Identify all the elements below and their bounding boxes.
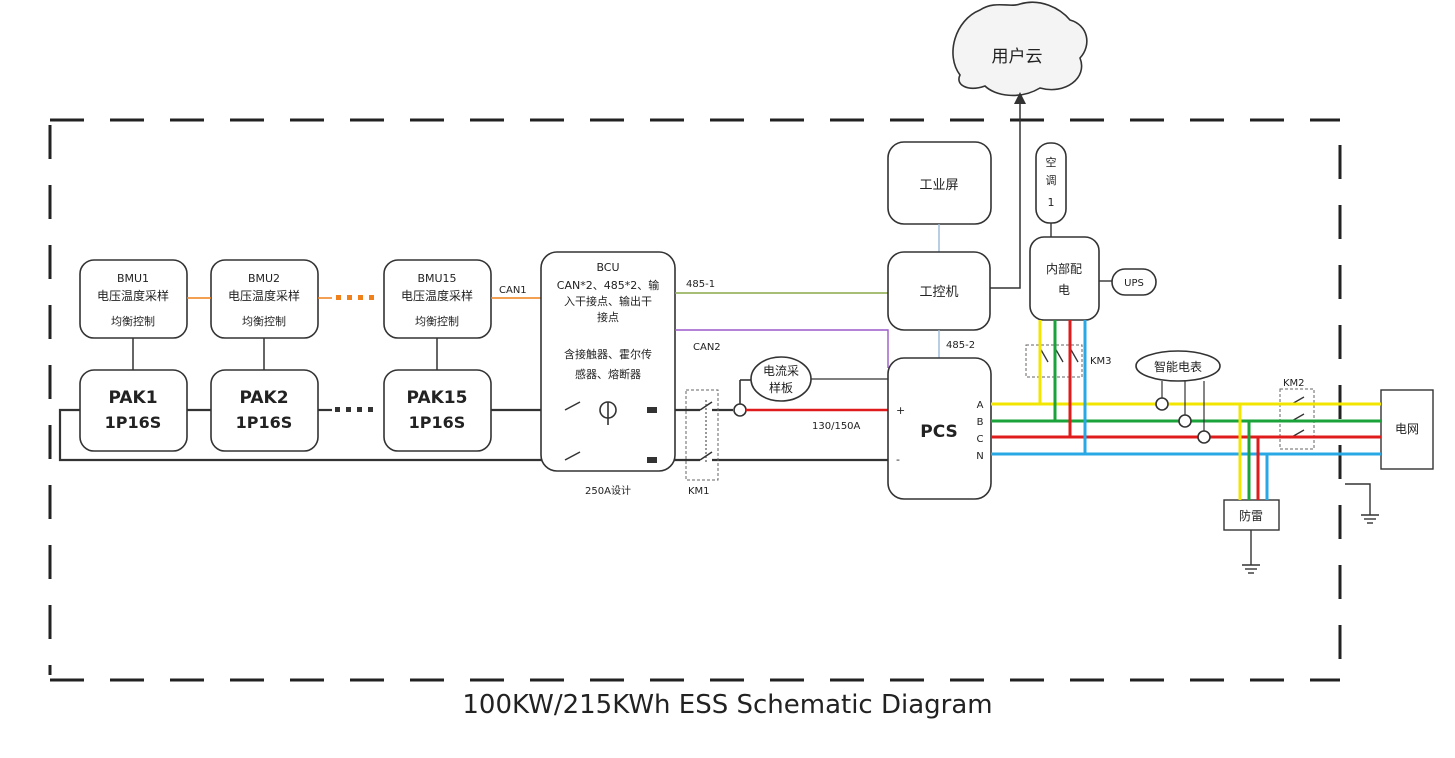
meter-ct-icons [1155, 397, 1211, 444]
hmi-label: 工业屏 [919, 178, 958, 193]
bcu-title: BCU [596, 261, 619, 274]
pak-spec: 1P16S [409, 413, 466, 432]
bmu-module: BMU15 电压温度采样 均衡控制 [383, 259, 492, 339]
pak-name: PAK15 [407, 388, 468, 408]
ipc-label: 工控机 [919, 285, 958, 300]
pcs-minus: - [896, 453, 900, 466]
ups-label: UPS [1124, 278, 1144, 289]
pak-spec: 1P16S [105, 413, 162, 432]
can2-label: CAN2 [693, 342, 721, 353]
pak-spec: 1P16S [236, 413, 293, 432]
bmu-line2: 均衡控制 [111, 314, 155, 328]
can1-label: CAN1 [499, 285, 527, 296]
pak-name: PAK2 [239, 388, 288, 408]
cloud-label: 用户云 [992, 47, 1043, 67]
pcs-box: PCS + - A B C N [887, 357, 992, 500]
bcu-desc-line: CAN*2、485*2、输 [557, 278, 659, 292]
pcs-phase: N [976, 451, 983, 462]
km3-label: KM3 [1090, 356, 1112, 367]
bmu-module: BMU2 电压温度采样 均衡控制 [210, 259, 319, 339]
km1-contactor [685, 389, 719, 481]
pcs-plus: + [896, 404, 905, 417]
hmi-box: 工业屏 [887, 141, 992, 225]
pcs-label: PCS [920, 422, 958, 442]
bmu-line2: 均衡控制 [415, 314, 459, 328]
ipc-box: 工控机 [887, 251, 991, 331]
bmu-line1: 电压温度采样 [401, 288, 473, 303]
bmu-line1: 电压温度采样 [228, 288, 300, 303]
ground-symbol [1345, 483, 1379, 524]
current-sampling-board: 电流采 样板 [750, 356, 812, 402]
bmu-name: BMU1 [117, 272, 149, 285]
bmu-name: BMU15 [417, 272, 456, 285]
rs485-2-label: 485-2 [946, 340, 975, 351]
bmu-name: BMU2 [248, 272, 280, 285]
diagram-caption: 100KW/215KWh ESS Schematic Diagram [462, 690, 993, 720]
bmu-line1: 电压温度采样 [97, 288, 169, 303]
pcs-phase: C [977, 434, 984, 445]
lightning-label: 防雷 [1239, 508, 1263, 523]
smart-meter: 智能电表 [1135, 350, 1221, 382]
can2-line [675, 329, 889, 368]
pak-module: PAK1 1P16S [79, 369, 188, 452]
meter-ct-leads [1161, 381, 1205, 431]
internal-power-line2: 电 [1058, 283, 1070, 297]
rs485-1-label: 485-1 [686, 279, 715, 290]
bmu-ellipsis [336, 295, 374, 300]
bcu-contains-line: 含接触器、霍尔传 [564, 347, 652, 361]
fuse-icon [647, 407, 657, 463]
grid-box: 电网 [1380, 389, 1434, 470]
pcs-phase: B [977, 417, 984, 428]
km2-contactor [1279, 388, 1315, 450]
pak-module: PAK2 1P16S [210, 369, 319, 452]
ac-line1: 空 [1046, 155, 1057, 169]
user-cloud: 用户云 [952, 1, 1088, 97]
km1-label: KM1 [688, 486, 710, 497]
current-rating-label: 130/150A [812, 421, 861, 432]
bcu-rating: 250A设计 [585, 484, 631, 497]
lightning-protection: 防雷 [1223, 499, 1280, 531]
pak-ellipsis [335, 407, 373, 412]
ac-line2: 调 [1046, 174, 1057, 187]
bcu-desc-line: 入干接点、输出干 [564, 294, 652, 308]
internal-power-line1: 内部配 [1046, 261, 1082, 276]
ups-box: UPS [1111, 268, 1157, 296]
current-board-line2: 样板 [769, 380, 793, 395]
bmu-module: BMU1 电压温度采样 均衡控制 [79, 259, 188, 339]
system-enclosure [48, 118, 1342, 682]
cloud-uplink [990, 92, 1026, 289]
ac-line3: 1 [1048, 196, 1055, 209]
pak-module: PAK15 1P16S [383, 369, 492, 452]
internal-power-box: 内部配 电 [1029, 236, 1100, 321]
bcu-contains-line: 感器、熔断器 [575, 367, 641, 381]
bmu-line2: 均衡控制 [242, 314, 286, 328]
km2-label: KM2 [1283, 378, 1305, 389]
bcu-desc-line: 接点 [597, 311, 619, 324]
ac-phase-lines [991, 320, 1381, 500]
meter-label: 智能电表 [1154, 359, 1202, 374]
pak-name: PAK1 [108, 388, 157, 408]
pcs-phase: A [977, 400, 984, 411]
hall-sensor-icon [599, 401, 617, 425]
bmu-pak-links [132, 338, 438, 370]
ground-symbol [1242, 530, 1260, 574]
bcu-box: BCU CAN*2、485*2、输 入干接点、输出干 接点 含接触器、霍尔传 感… [540, 251, 676, 472]
current-board-line1: 电流采 [763, 364, 799, 378]
grid-label: 电网 [1395, 422, 1419, 436]
bcu-contactor [564, 401, 581, 461]
air-conditioner: 空 调 1 [1035, 142, 1067, 224]
